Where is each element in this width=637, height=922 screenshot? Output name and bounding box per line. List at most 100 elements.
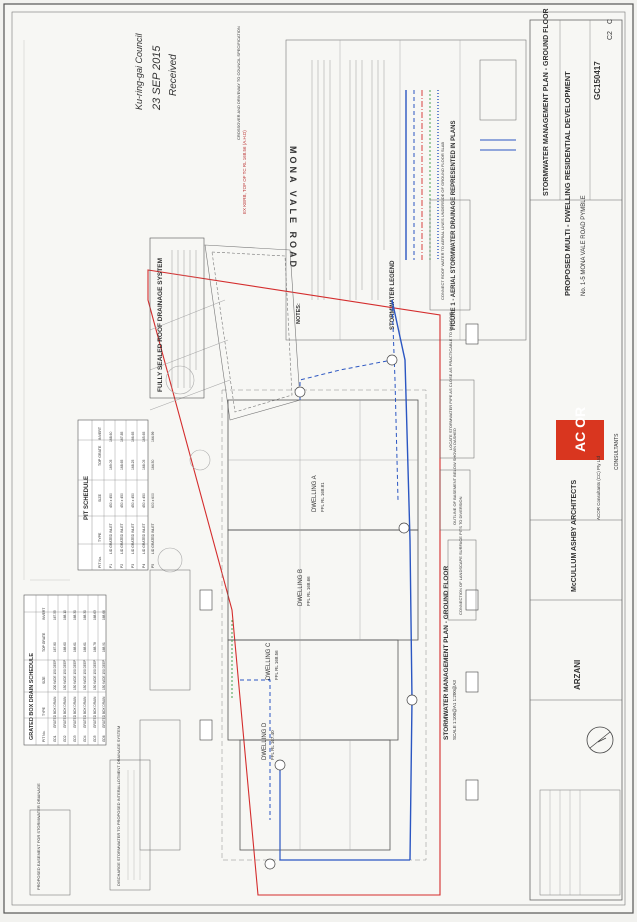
job-number: GC150417 bbox=[593, 61, 602, 100]
revision: C bbox=[607, 19, 614, 24]
building-footprints bbox=[227, 399, 419, 851]
svg-text:168.65: 168.65 bbox=[120, 460, 124, 470]
pit-schedule-header: PIT No. TYPE SIZE TOP GRATE INVERT bbox=[98, 426, 102, 568]
svg-text:600 x 600: 600 x 600 bbox=[151, 493, 155, 508]
legend-title: STORMWATER LEGEND bbox=[390, 260, 396, 330]
svg-text:DWELLING B: DWELLING B bbox=[298, 569, 304, 606]
svg-text:168.91: 168.91 bbox=[102, 642, 106, 652]
svg-text:P4: P4 bbox=[142, 564, 146, 568]
svg-text:GD2: GD2 bbox=[63, 735, 67, 742]
crossover-note: CROSSOVER AND DRIVEWAY TO COUNCIL SPECIF… bbox=[236, 26, 241, 140]
svg-text:150 WIDE 150 DEEP: 150 WIDE 150 DEEP bbox=[73, 660, 77, 690]
svg-text:TYPE: TYPE bbox=[98, 532, 102, 542]
svg-text:168.05: 168.05 bbox=[142, 460, 146, 470]
svg-text:GRATED BOX DRAIN: GRATED BOX DRAIN bbox=[83, 696, 87, 728]
svg-text:SIZE: SIZE bbox=[42, 676, 46, 684]
svg-text:PIT No.: PIT No. bbox=[42, 731, 46, 742]
svg-text:CONNECT ROOF WATER TO AERIAL L: CONNECT ROOF WATER TO AERIAL LINES UNDER… bbox=[440, 142, 445, 300]
svg-text:P2: P2 bbox=[120, 564, 124, 568]
box-drain-header: PIT No. TYPE SIZE TOP GRATE INVERT bbox=[42, 608, 46, 742]
property-boundary bbox=[147, 269, 441, 896]
svg-text:168.61: 168.61 bbox=[73, 642, 77, 652]
architect-name: McCULLUM ASHBY ARCHITECTS bbox=[571, 480, 578, 592]
pit-schedule-title: PIT SCHEDULE bbox=[84, 476, 90, 520]
svg-text:GD1: GD1 bbox=[53, 735, 57, 742]
svg-text:FFL RL 167.40: FFL RL 167.40 bbox=[270, 730, 275, 760]
project-address: No. 1-5 MONA VALE ROAD PYMBLE bbox=[581, 195, 587, 296]
logo-subtext: CONSULTANTS bbox=[614, 433, 620, 470]
consultant-name: ACOR Consultants (CC) Pty Ltd bbox=[596, 455, 601, 520]
svg-text:DWELLING C: DWELLING C bbox=[266, 642, 272, 680]
svg-text:168.30: 168.30 bbox=[73, 610, 77, 620]
svg-text:164.99: 164.99 bbox=[151, 432, 155, 442]
svg-text:DWELLING A: DWELLING A bbox=[312, 475, 318, 512]
svg-text:168.10: 168.10 bbox=[63, 610, 67, 620]
svg-text:168.60: 168.60 bbox=[109, 432, 113, 442]
svg-text:EX KERB, TOP OF TC RL 168.56 (: EX KERB, TOP OF TC RL 168.56 (A.H.D) bbox=[242, 130, 247, 214]
svg-text:150 WIDE 150 DEEP: 150 WIDE 150 DEEP bbox=[83, 660, 87, 690]
svg-text:FFL RL 168.66: FFL RL 168.66 bbox=[306, 576, 311, 606]
pit-marker bbox=[294, 386, 306, 398]
margin-notes bbox=[23, 40, 70, 581]
svg-text:LID GRATED INLET: LID GRATED INLET bbox=[120, 523, 124, 554]
svg-text:MONA VALE ROAD: MONA VALE ROAD bbox=[288, 146, 298, 270]
logo-text: AC OR bbox=[572, 407, 588, 452]
svg-text:GRATED BOX DRAIN: GRATED BOX DRAIN bbox=[93, 696, 97, 728]
svg-text:INVERT: INVERT bbox=[42, 608, 46, 620]
north-arrow-icon bbox=[586, 726, 614, 754]
svg-text:LID GRATED INLET: LID GRATED INLET bbox=[131, 523, 135, 554]
svg-text:INVERT: INVERT bbox=[98, 426, 102, 440]
svg-text:LOCATE STORMWATER PIPE AS CLOS: LOCATE STORMWATER PIPE AS CLOSE AS PRACT… bbox=[448, 312, 453, 450]
stamp-council: Ku-ring-gai Council bbox=[134, 32, 144, 110]
notes-title: NOTES: bbox=[296, 303, 302, 324]
svg-text:TOP GRATE: TOP GRATE bbox=[42, 632, 46, 652]
svg-text:PIT No.: PIT No. bbox=[98, 556, 102, 568]
dwelling-b-label: DWELLING B FFL RL 168.66 bbox=[298, 569, 311, 606]
outline-note: OUTLINE OF BASEMENT BELOW SHOWN DASHED bbox=[452, 428, 457, 525]
pit-marker bbox=[386, 354, 398, 366]
acor-logo: AC OR bbox=[556, 407, 604, 460]
svg-text:P5: P5 bbox=[151, 564, 155, 568]
svg-text:164.50: 164.50 bbox=[151, 460, 155, 470]
svg-text:450 x 450: 450 x 450 bbox=[142, 493, 146, 508]
svg-text:200 WIDE 150 DEEP: 200 WIDE 150 DEEP bbox=[53, 660, 57, 690]
client-name: ARZANI bbox=[573, 660, 582, 690]
drawing-title-text: STORMWATER MANAGEMENT PLAN - GROUND FLOO… bbox=[543, 8, 550, 196]
figure-title: FIGURE 1 - AERIAL STORMWATER DRAINAGE RE… bbox=[451, 121, 457, 330]
svg-text:SCALE 1:100@A1 1:200@A3: SCALE 1:100@A1 1:200@A3 bbox=[452, 680, 457, 740]
stamp-date: 23 SEP 2015 bbox=[151, 45, 163, 111]
pit-marker bbox=[406, 694, 418, 706]
pit-marker bbox=[398, 522, 410, 534]
inner-border bbox=[11, 11, 626, 906]
svg-text:168.25: 168.25 bbox=[131, 460, 135, 470]
pit-markers bbox=[264, 354, 418, 870]
svg-text:450 x 450: 450 x 450 bbox=[109, 493, 113, 508]
notes-panel: NOTES: STORMWATER LEGEND FIGURE 1 - AERI… bbox=[285, 39, 527, 341]
road-label: MONA VALE ROAD bbox=[288, 146, 298, 270]
pit-marker bbox=[274, 759, 286, 771]
title-block: STORMWATER MANAGEMENT PLAN - GROUND FLOO… bbox=[529, 8, 623, 901]
stamp-status: Received bbox=[168, 54, 179, 96]
discharge-note-box: DISCHARGE STORMWATER TO PROPOSED INTERAL… bbox=[109, 726, 151, 891]
dwelling-a-label: DWELLING A FFL RL 168.81 bbox=[312, 475, 325, 512]
svg-text:GD5: GD5 bbox=[93, 735, 97, 742]
svg-text:168.78: 168.78 bbox=[93, 642, 97, 652]
callout-tags bbox=[199, 323, 479, 801]
svg-text:LID GRATED INLET: LID GRATED INLET bbox=[142, 523, 146, 554]
svg-text:169.05: 169.05 bbox=[109, 460, 113, 470]
locate-note: LOCATE STORMWATER PIPE AS CLOSE AS PRACT… bbox=[448, 312, 453, 450]
kerb-note: EX KERB, TOP OF TC RL 168.56 (A.H.D) bbox=[242, 130, 247, 214]
svg-text:GD3: GD3 bbox=[73, 735, 77, 742]
svg-text:168.60: 168.60 bbox=[63, 642, 67, 652]
callout-notes bbox=[139, 199, 477, 851]
svg-text:P1: P1 bbox=[109, 564, 113, 568]
